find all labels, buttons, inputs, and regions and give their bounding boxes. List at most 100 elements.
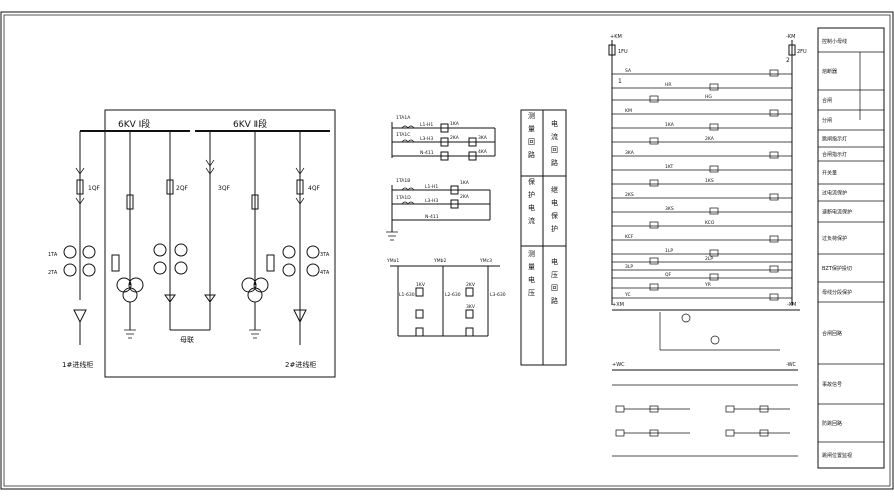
ct-a-label: 1TA1A bbox=[396, 115, 411, 121]
one-line-diagram: 6KV Ⅰ段 6KV Ⅱ段 1QF 1TA 2TA 1#进线柜 bbox=[48, 109, 336, 378]
control-row-label: KCO bbox=[705, 220, 715, 226]
control-row-label: 2LP bbox=[705, 256, 713, 262]
mid-label-1-char: 回 bbox=[551, 146, 558, 154]
right-ct-label: 3TA bbox=[320, 252, 330, 258]
control-row-coil bbox=[709, 249, 719, 257]
legend-row-label: 合闸回路 bbox=[822, 330, 842, 337]
legend-row-label: 熔断器 bbox=[822, 68, 837, 75]
left-breaker-label: 1QF bbox=[88, 185, 101, 192]
relay-k6: 2KA bbox=[460, 194, 470, 200]
legend-row-label: 控制小母线 bbox=[822, 38, 847, 45]
left-ct-label: 1TA bbox=[48, 252, 58, 258]
control-row-coil bbox=[769, 293, 779, 301]
control-row-coil bbox=[649, 137, 659, 145]
mid-label-2-char: 护 bbox=[528, 190, 535, 199]
relay-k2: 2KA bbox=[450, 135, 460, 141]
mid-label-2-char: 电 bbox=[528, 203, 535, 212]
relay-k5: 1KA bbox=[460, 180, 470, 186]
control-row-coil bbox=[649, 257, 659, 265]
mid-label-0-char: 路 bbox=[528, 150, 535, 159]
switchgear-enclosure bbox=[104, 109, 336, 378]
mid-label-3-char: 护 bbox=[551, 224, 558, 233]
control-row-coil bbox=[769, 69, 779, 77]
control-row-label: SA bbox=[625, 68, 632, 74]
mid-label-4-char: 压 bbox=[528, 289, 535, 297]
mid-left-bus: +WC bbox=[612, 362, 625, 368]
drawing-inner-frame bbox=[3, 14, 891, 487]
voltage-bus-c: YMc3 bbox=[479, 258, 492, 264]
tie-feeder-2 bbox=[204, 131, 216, 330]
mid-label-1-char: 流 bbox=[551, 132, 558, 141]
relay-k3: 3KA bbox=[478, 135, 488, 141]
control-row-label: 3KA bbox=[625, 150, 635, 156]
right-feeder-label: 2#进线柜 bbox=[285, 360, 316, 369]
mid-label-1-char: 电 bbox=[551, 119, 558, 128]
control-row-label: 1KS bbox=[705, 178, 714, 184]
bus-right-label: 6KV Ⅱ段 bbox=[233, 118, 267, 130]
control-row-coil bbox=[709, 273, 719, 281]
right-ct2-label: 4TA bbox=[320, 270, 330, 276]
control-row-label: KM bbox=[625, 108, 632, 114]
fuse-right-label: 2FU bbox=[797, 49, 807, 55]
node-1: 1 bbox=[618, 78, 622, 85]
control-row-label: KCF bbox=[625, 234, 634, 240]
control-row-coil bbox=[769, 235, 779, 243]
control-row-coil bbox=[709, 207, 719, 215]
legend-row-label: 事故信号 bbox=[822, 381, 842, 388]
legend-row-label: 分闸 bbox=[822, 117, 832, 124]
control-row-coil bbox=[709, 83, 719, 91]
mid-label-5-char: 压 bbox=[551, 271, 558, 279]
control-row-label: YC bbox=[624, 292, 631, 298]
right-feeder bbox=[282, 131, 320, 345]
left-feeder bbox=[63, 131, 96, 345]
tie-breaker-2-label: 3QF bbox=[218, 185, 231, 192]
control-row-label: 2KS bbox=[625, 192, 634, 198]
control-top-left: +KM bbox=[610, 34, 622, 40]
control-row-coil bbox=[649, 283, 659, 291]
control-row-coil bbox=[769, 265, 779, 273]
voltage-relay-3: 3KV bbox=[466, 304, 476, 310]
wire-r4: L1-H1 bbox=[425, 184, 438, 190]
control-row-coil bbox=[649, 179, 659, 187]
legend-row-label: 合闸指示灯 bbox=[822, 151, 847, 158]
mid-label-2-char: 保 bbox=[528, 177, 535, 186]
legend-row-label: 速断电流保护 bbox=[822, 209, 852, 216]
legend-row-label: 跳闸指示灯 bbox=[822, 136, 847, 143]
mid-label-3-char: 电 bbox=[551, 198, 558, 207]
wire-r3: N-411 bbox=[420, 150, 434, 156]
control-row-coil bbox=[649, 221, 659, 229]
control-row-coil bbox=[649, 95, 659, 103]
right-breaker-label: 4QF bbox=[308, 185, 321, 192]
wire-r1: L1-H1 bbox=[420, 122, 433, 128]
wire-r5: L3-H3 bbox=[425, 198, 438, 204]
mid-label-4-char: 测 bbox=[528, 250, 535, 258]
bus-left-label: 6KV Ⅰ段 bbox=[118, 118, 150, 130]
control-row-coil bbox=[709, 165, 719, 173]
legend-row-label: 过负荷保护 bbox=[822, 235, 847, 242]
control-row-label: 1KT bbox=[665, 164, 673, 170]
tie-label: 母联 bbox=[180, 335, 194, 344]
control-row-coil bbox=[769, 109, 779, 117]
control-row-label: QF bbox=[665, 272, 672, 278]
wire-r6: N-411 bbox=[425, 214, 439, 220]
fuse-left-label: 1FU bbox=[618, 49, 628, 55]
control-row-label: 2KA bbox=[705, 136, 715, 142]
mid-label-1-char: 路 bbox=[551, 158, 558, 167]
control-row-coil bbox=[769, 193, 779, 201]
voltage-bus-a: YMa1 bbox=[386, 258, 399, 264]
control-row-label: 3LP bbox=[625, 264, 633, 270]
voltage-relay-2: 2KV bbox=[466, 282, 476, 288]
control-row-label: 1KA bbox=[665, 122, 675, 128]
wire-r2: L3-H3 bbox=[420, 136, 433, 142]
control-row-label: 1LP bbox=[665, 248, 673, 254]
legend-row-label: 合闸 bbox=[822, 97, 832, 104]
lower-right-bus: -XM bbox=[787, 302, 796, 308]
left-feeder-label: 1#进线柜 bbox=[62, 360, 93, 369]
control-row-coil bbox=[709, 123, 719, 131]
mid-label-5-char: 回 bbox=[551, 284, 558, 292]
kw-c-label: 1TA1D bbox=[396, 195, 411, 201]
legend-row-label: 开关量 bbox=[822, 170, 837, 177]
right-pt bbox=[241, 131, 275, 339]
voltage-wire-2: L2-630 bbox=[445, 292, 461, 298]
